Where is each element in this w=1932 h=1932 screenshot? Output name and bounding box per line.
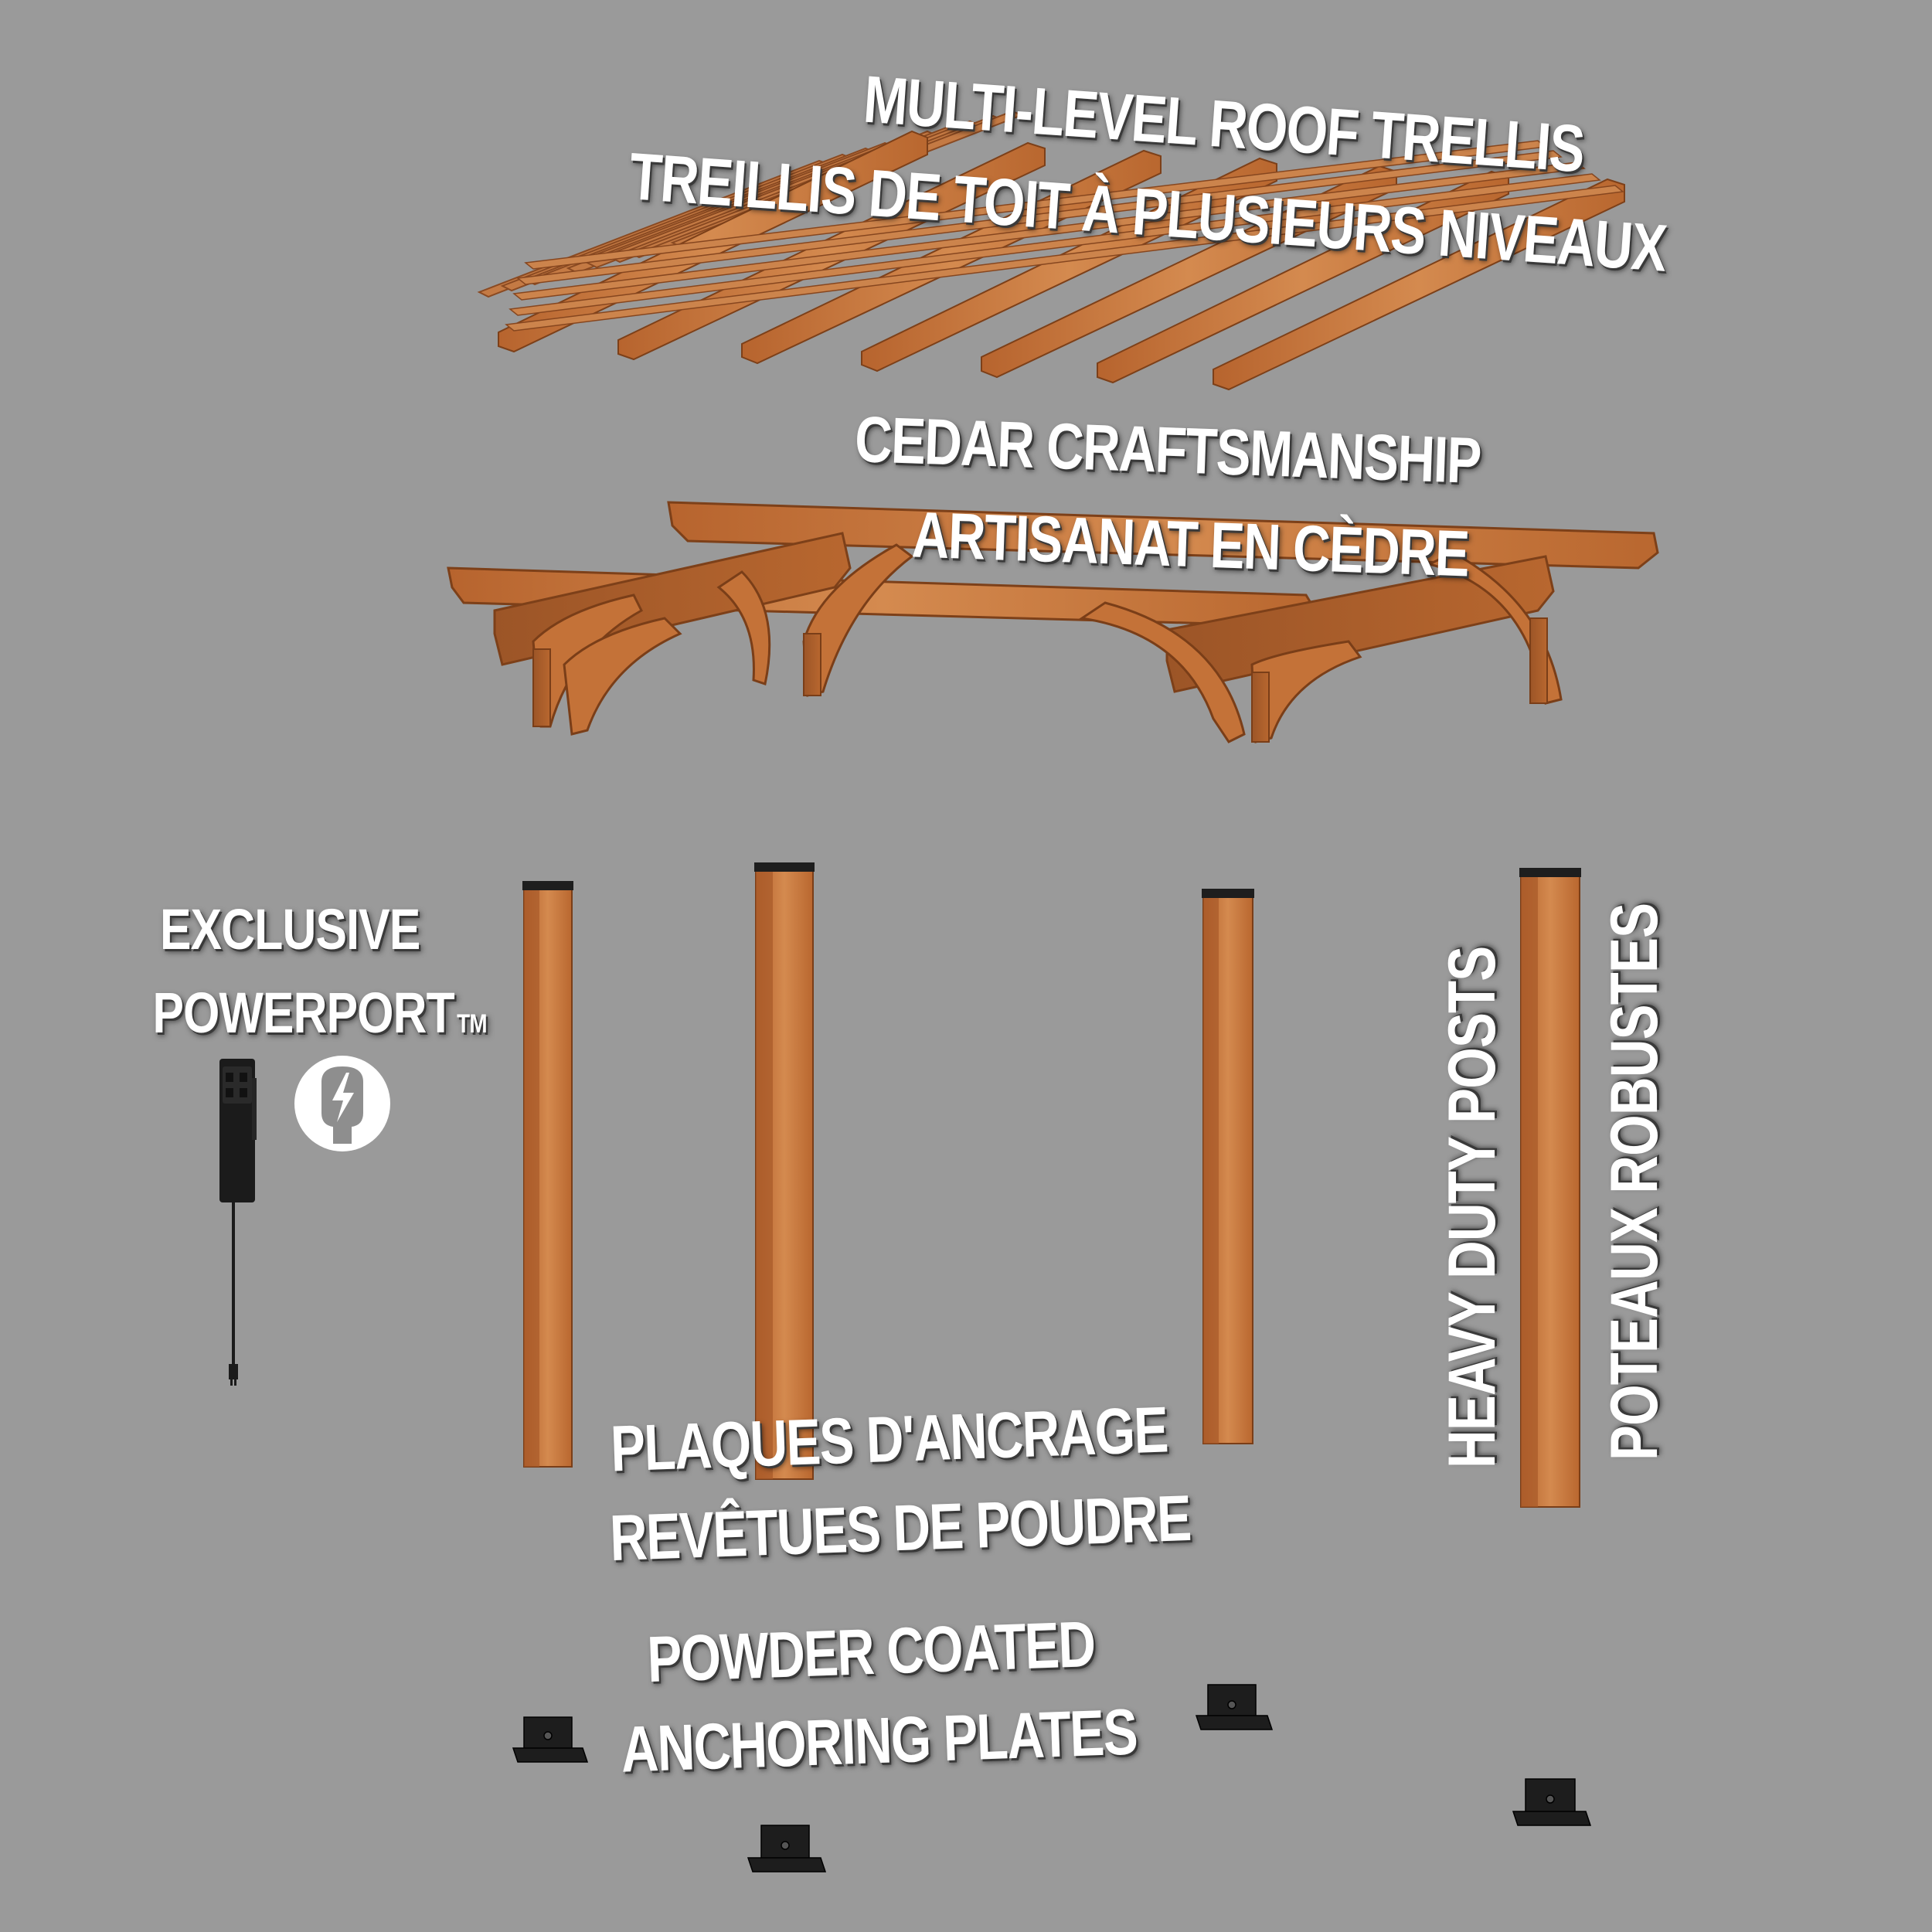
post-1: [522, 881, 573, 1468]
roof-cross-slats: [505, 140, 1624, 332]
anchor-plate-2: [747, 1825, 827, 1872]
frame-stub-2: [803, 633, 821, 696]
post-3: [1202, 889, 1254, 1444]
posts: [522, 862, 1581, 1508]
post-2: [754, 862, 815, 1480]
frame-title-fr: ARTISANAT EN CÈDRE: [910, 498, 1470, 590]
anchor-plate-4: [1512, 1778, 1592, 1826]
posts-title-fr: POTEAUX ROBUSTES: [1597, 903, 1672, 1461]
plates-title-en-line1: POWDER COATED: [645, 1607, 1096, 1696]
posts-title-en: HEAVY DUTY POSTS: [1435, 946, 1509, 1468]
anchoring-plates: [512, 1684, 1592, 1872]
powerport-title-line1: EXCLUSIVE: [159, 897, 420, 961]
frame-stub-1: [532, 648, 551, 727]
anchor-plate-3: [1195, 1684, 1274, 1730]
brace-center-right: [1078, 601, 1246, 743]
frame-stub-4: [1529, 617, 1548, 704]
powerport-device: [219, 1059, 257, 1386]
plates-title-en-line2: ANCHORING PLATES: [620, 1695, 1138, 1786]
plates-title-fr-line1: PLAQUES D'ANCRAGE: [609, 1393, 1169, 1485]
brace-left-rear: [716, 570, 771, 685]
roof-trellis: [477, 110, 1625, 391]
cedar-frame: [447, 501, 1659, 743]
frame-rear-beam: [667, 501, 1659, 570]
plug-lightning-icon: [294, 1056, 390, 1151]
powerport-title-line2: POWERPORTTM: [152, 985, 487, 1042]
brace-center-left: [802, 543, 914, 697]
frame-cross-beam-right: [1165, 555, 1555, 693]
anchor-plate-1: [512, 1716, 589, 1763]
trademark-symbol: TM: [457, 1009, 487, 1039]
frame-stub-3: [1251, 672, 1270, 743]
powerport-name: POWERPORT: [152, 981, 454, 1045]
brace-left-inner: [563, 617, 682, 736]
post-4: [1519, 868, 1581, 1508]
brace-right-inner: [1250, 640, 1362, 743]
brace-left-front: [532, 594, 643, 728]
